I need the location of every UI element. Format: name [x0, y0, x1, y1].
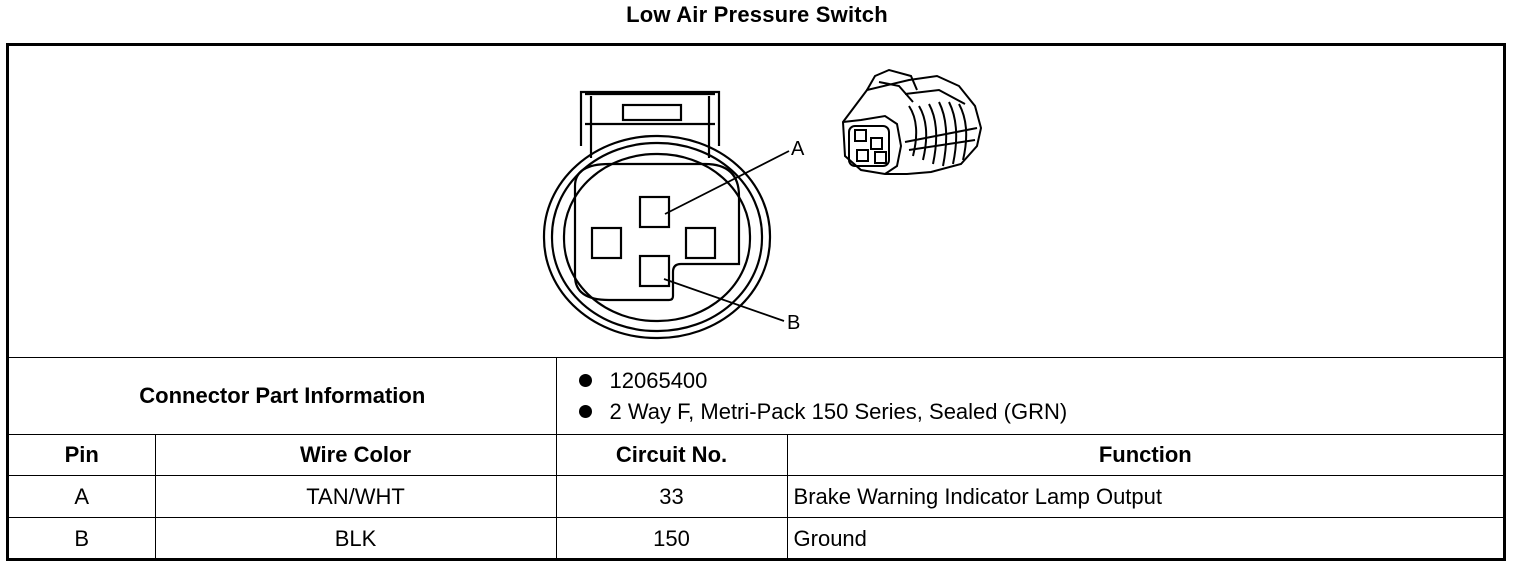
bullet-icon [578, 405, 592, 418]
connector-isometric-view [841, 68, 983, 175]
leader-line-b [663, 278, 785, 322]
diagram-title: Low Air Pressure Switch [626, 2, 888, 27]
connector-drawing: A B [542, 68, 983, 340]
pin-label-b: B [787, 312, 800, 334]
connector-latch [579, 90, 721, 158]
part-info-item: 2 Way F, Metri-Pack 150 Series, Sealed (… [578, 396, 1504, 427]
cell-pin: B [9, 517, 156, 559]
cavity-b [638, 254, 671, 288]
connector-table: Connector Part Information 12065400 2 Wa… [9, 358, 1504, 559]
table-row: A TAN/WHT 33 Brake Warning Indicator Lam… [9, 475, 1504, 518]
connector-part-info-label: Connector Part Information [9, 358, 557, 435]
cavity-right [684, 226, 717, 260]
table-row: B BLK 150 Ground [9, 517, 1504, 559]
header-wire-color: Wire Color [154, 434, 557, 476]
connector-part-info-row: Connector Part Information 12065400 2 Wa… [9, 358, 1504, 435]
cell-function: Brake Warning Indicator Lamp Output [786, 475, 1504, 518]
connector-diagram: A B [9, 46, 1503, 358]
cell-wire-color: BLK [154, 517, 557, 559]
table-header-row: Pin Wire Color Circuit No. Function [9, 434, 1504, 476]
connector-frame: A B Connector Part Information 12065400 … [6, 43, 1506, 561]
cell-function: Ground [786, 517, 1504, 559]
cavity-a [638, 195, 671, 229]
connector-face [542, 134, 772, 340]
header-circuit-no: Circuit No. [555, 434, 788, 476]
bullet-icon [578, 374, 592, 387]
part-number: 12065400 [609, 367, 708, 393]
cell-wire-color: TAN/WHT [154, 475, 557, 518]
connector-part-info-list: 12065400 2 Way F, Metri-Pack 150 Series,… [555, 358, 1504, 435]
part-info-item: 12065400 [578, 365, 1504, 396]
cell-circuit: 150 [555, 517, 788, 559]
header-pin: Pin [9, 434, 156, 476]
cavity-left [590, 226, 623, 260]
leader-line-a [664, 150, 790, 215]
cell-circuit: 33 [555, 475, 788, 518]
cell-pin: A [9, 475, 156, 518]
header-function: Function [786, 434, 1504, 476]
pin-label-a: A [791, 138, 805, 160]
part-description: 2 Way F, Metri-Pack 150 Series, Sealed (… [609, 398, 1068, 424]
